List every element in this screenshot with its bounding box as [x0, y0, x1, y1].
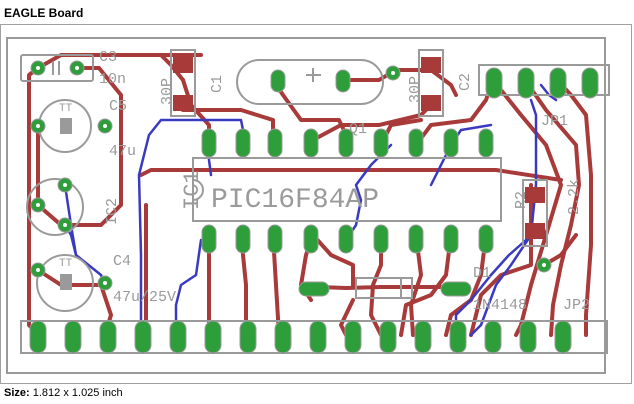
- smd-parts: [173, 57, 545, 239]
- label-r2: R2: [513, 191, 530, 209]
- label-c2: C2: [457, 73, 474, 91]
- status-bar: Size: 1.812 x 1.025 inch: [4, 387, 123, 399]
- label-c4: C4: [113, 253, 131, 270]
- label-jp1: JP1: [541, 113, 568, 130]
- pcb-layout[interactable]: C3 10n C5 47u TT TT IC2 C4 47u/25V C1 30…: [1, 25, 631, 383]
- drill-holes: [36, 66, 546, 285]
- label-d1-value: 1N4148: [473, 297, 527, 314]
- label-q1: Q1: [349, 121, 367, 138]
- label-d1: D1: [473, 265, 491, 282]
- size-label: Size:: [4, 387, 30, 399]
- label-ic1-value: PIC16F84AP: [211, 185, 379, 216]
- label-c5: C5: [109, 98, 127, 115]
- label-ic2: IC2: [104, 198, 121, 225]
- label-c2-value: 30P: [407, 76, 424, 103]
- size-value: 1.812 x 1.025 inch: [32, 387, 123, 399]
- silkscreen: [20, 49, 610, 354]
- polarity-marks: [52, 61, 321, 290]
- label-tt-2: TT: [59, 258, 73, 270]
- label-ic1: IC1: [180, 170, 205, 210]
- label-c3-value: 10n: [99, 71, 126, 88]
- label-c5-value: 47u: [109, 143, 136, 160]
- label-c3: C3: [99, 49, 117, 66]
- pads: [29, 60, 599, 354]
- label-c1-value: 30P: [159, 78, 176, 105]
- label-c4-value: 47u/25V: [113, 289, 176, 306]
- label-r2-value: 2.2k: [566, 179, 583, 215]
- bottom-traces: [63, 83, 558, 337]
- window-title: EAGLE Board: [4, 6, 84, 20]
- label-c1: C1: [209, 75, 226, 93]
- board-outline: [6, 37, 606, 374]
- label-jp2: JP2: [563, 297, 590, 314]
- label-tt-1: TT: [59, 103, 73, 115]
